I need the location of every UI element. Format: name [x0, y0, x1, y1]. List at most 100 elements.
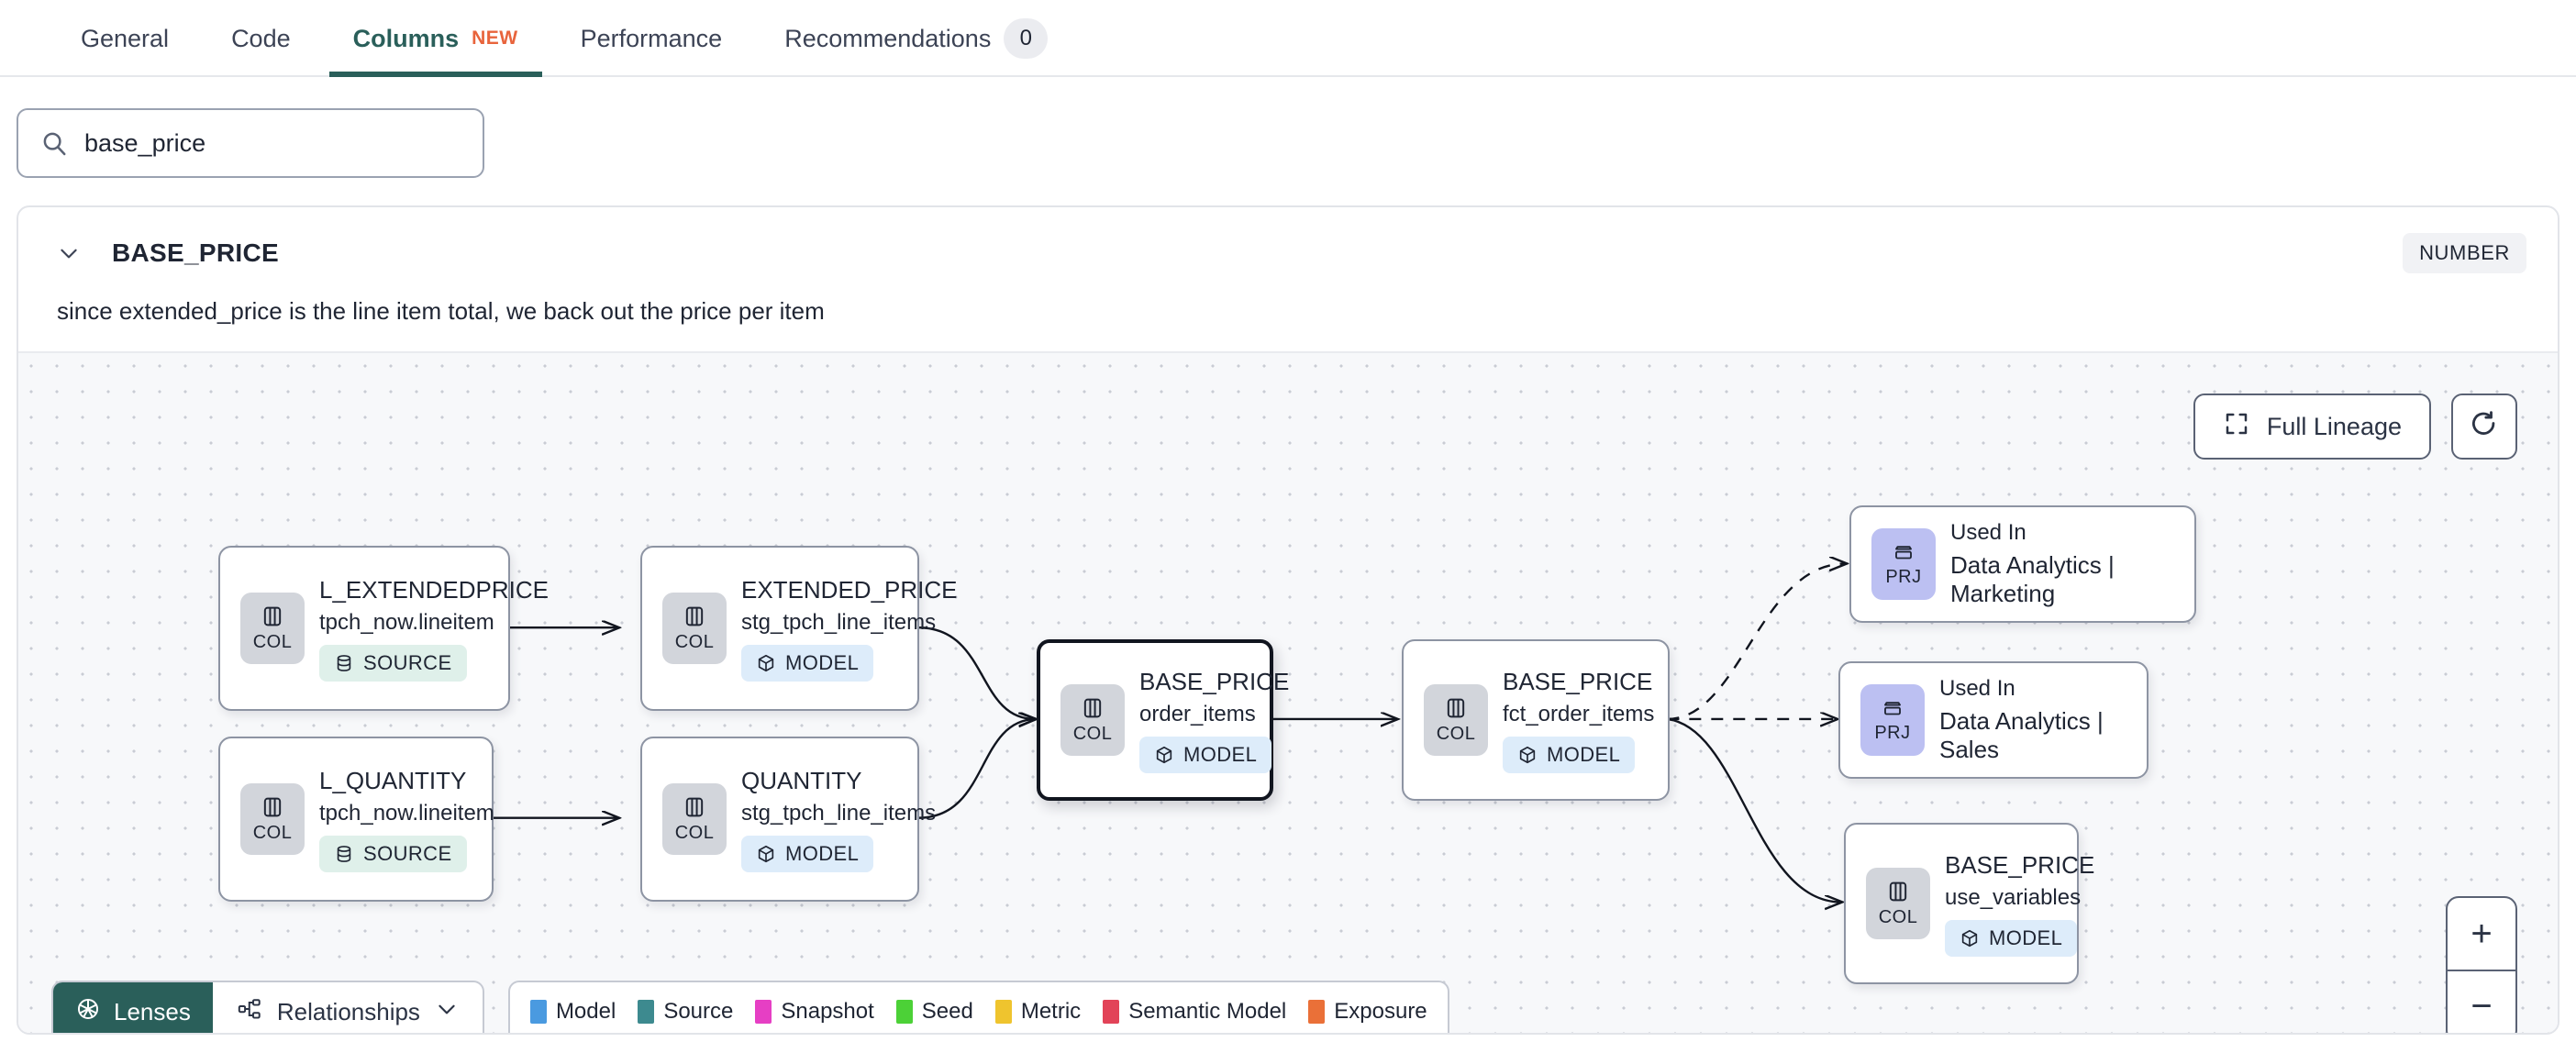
- legend-label: Exposure: [1334, 999, 1427, 1024]
- node-type-tag-label: MODEL: [785, 841, 860, 865]
- col-chip: COL: [1866, 868, 1930, 939]
- column-detail-card: BASE_PRICE NUMBER since extended_price i…: [17, 205, 2559, 1035]
- zoom-in-button[interactable]: +: [2471, 913, 2493, 954]
- node-subtitle: stg_tpch_line_items: [741, 609, 937, 635]
- zoom-controls: + −: [2446, 896, 2517, 1033]
- legend-swatch: [1103, 1000, 1120, 1024]
- column-description: since extended_price is the line item to…: [57, 297, 825, 325]
- lineage-node-base-price-order-items[interactable]: COL BASE_PRICE order_items MODEL: [1037, 639, 1289, 801]
- legend-swatch: [638, 1000, 655, 1024]
- node-name: QUANTITY: [741, 766, 862, 794]
- legend-label: Seed: [921, 999, 973, 1024]
- col-chip-label: COL: [1072, 724, 1113, 744]
- node-name: BASE_PRICE: [1503, 667, 1653, 695]
- node-type-tag: MODEL: [1139, 736, 1272, 773]
- legend-label: Semantic Model: [1128, 999, 1287, 1024]
- tab-label: Recommendations: [784, 24, 992, 52]
- node-type-tag-label: MODEL: [1547, 742, 1621, 766]
- lineage-bottom-bar: Lenses Relationships: [51, 981, 1449, 1033]
- col-chip-label: COL: [252, 632, 293, 652]
- col-chip-label: COL: [1436, 724, 1476, 744]
- col-chip: COL: [240, 783, 305, 855]
- legend-swatch: [994, 1000, 1012, 1024]
- tab-columns[interactable]: Columns NEW: [322, 0, 550, 77]
- node-body: BASE_PRICE use_variables MODEL: [1945, 851, 2113, 957]
- full-lineage-button[interactable]: Full Lineage: [2193, 393, 2431, 460]
- lineage-node-extended-price[interactable]: COL EXTENDED_PRICE stg_tpch_line_items M…: [640, 546, 958, 711]
- legend-label: Metric: [1020, 999, 1082, 1024]
- node-body: BASE_PRICE fct_order_items MODEL: [1503, 668, 1672, 773]
- node-body: L_QUANTITY tpch_now.lineitem SOURCE: [319, 767, 513, 872]
- legend-item-source: Source: [638, 999, 733, 1025]
- lineage-legend: Model Source Snapshot Seed Metric: [507, 981, 1449, 1033]
- col-chip-label: COL: [1878, 907, 1918, 927]
- tab-code[interactable]: Code: [200, 0, 322, 77]
- node-body: BASE_PRICE order_items MODEL: [1139, 668, 1307, 773]
- node-subtitle: fct_order_items: [1503, 701, 1655, 726]
- legend-label: Source: [663, 999, 734, 1024]
- lineage-node-quantity[interactable]: COL QUANTITY stg_tpch_line_items MODEL: [640, 737, 936, 902]
- node-type-tag: MODEL: [1503, 736, 1636, 773]
- data-type-badge: NUMBER: [2403, 233, 2526, 273]
- lineage-node-l-quantity[interactable]: COL L_QUANTITY tpch_now.lineitem SOURCE: [218, 737, 494, 902]
- legend-swatch: [895, 1000, 913, 1024]
- chevron-down-icon: [435, 997, 459, 1027]
- node-body: QUANTITY stg_tpch_line_items MODEL: [741, 767, 954, 872]
- col-chip: COL: [1424, 684, 1488, 756]
- node-type-tag: MODEL: [741, 835, 874, 872]
- lineage-node-base-price-fct-order-items[interactable]: COL BASE_PRICE fct_order_items MODEL: [1402, 639, 1670, 801]
- project-drawer-icon: [1895, 546, 1912, 560]
- legend-item-metric: Metric: [994, 999, 1082, 1025]
- search-input[interactable]: base_price: [17, 108, 484, 178]
- expand-corners-icon: [2223, 410, 2250, 444]
- node-type-tag: SOURCE: [319, 835, 467, 872]
- lineage-node-project-sales[interactable]: PRJ Used In Data Analytics | Sales: [1838, 661, 2149, 779]
- lenses-label: Lenses: [114, 997, 191, 1025]
- cube-icon: [1519, 746, 1536, 763]
- tab-label: Code: [231, 24, 291, 52]
- relationships-icon: [237, 996, 262, 1028]
- prj-chip-label: PRJ: [1885, 567, 1922, 587]
- node-subtitle: Data Analytics | Marketing: [1950, 551, 2115, 607]
- node-type-tag-label: SOURCE: [363, 841, 452, 865]
- legend-label: Snapshot: [781, 999, 874, 1024]
- lineage-top-controls: Full Lineage: [2193, 393, 2517, 460]
- node-name: EXTENDED_PRICE: [741, 575, 958, 604]
- relationships-dropdown[interactable]: Relationships: [213, 982, 483, 1033]
- legend-swatch: [529, 1000, 547, 1024]
- aperture-icon: [75, 996, 101, 1028]
- chevron-down-icon[interactable]: [57, 241, 81, 265]
- tab-performance[interactable]: Performance: [550, 0, 754, 77]
- legend-label: Model: [555, 999, 616, 1024]
- lineage-node-base-price-use-variables[interactable]: COL BASE_PRICE use_variables MODEL: [1844, 823, 2094, 984]
- tab-bar: General Code Columns NEW Performance Rec…: [0, 0, 2576, 77]
- legend-item-snapshot: Snapshot: [755, 999, 874, 1025]
- lineage-node-l-extendedprice[interactable]: COL L_EXTENDEDPRICE tpch_now.lineitem SO…: [218, 546, 549, 711]
- node-type-tag: MODEL: [741, 644, 874, 682]
- lineage-canvas[interactable]: COL L_EXTENDEDPRICE tpch_now.lineitem SO…: [18, 351, 2558, 1033]
- node-subtitle: Data Analytics | Sales: [1939, 707, 2104, 763]
- search-area: base_price: [0, 77, 2576, 178]
- node-subtitle: tpch_now.lineitem: [319, 609, 494, 635]
- node-subtitle: tpch_now.lineitem: [319, 800, 494, 826]
- node-subtitle: stg_tpch_line_items: [741, 800, 937, 826]
- tab-recommendations[interactable]: Recommendations 0: [753, 0, 1079, 77]
- node-type-tag-label: MODEL: [1989, 926, 2063, 949]
- node-body: L_EXTENDEDPRICE tpch_now.lineitem SOURCE: [319, 576, 567, 682]
- project-drawer-icon: [1884, 702, 1901, 715]
- zoom-out-button[interactable]: −: [2448, 970, 2515, 1033]
- tab-general[interactable]: General: [50, 0, 200, 77]
- node-name: Used In: [1939, 676, 2015, 701]
- cube-icon: [1961, 929, 1978, 947]
- lenses-relationships-group: Lenses Relationships: [51, 981, 484, 1033]
- col-chip: COL: [662, 783, 727, 855]
- search-input-value: base_price: [84, 128, 206, 157]
- lenses-button[interactable]: Lenses: [53, 982, 213, 1033]
- node-body: EXTENDED_PRICE stg_tpch_line_items MODEL: [741, 576, 976, 682]
- refresh-button[interactable]: [2451, 393, 2517, 460]
- node-body: Used In Data Analytics | Marketing: [1950, 520, 2194, 608]
- lineage-node-project-marketing[interactable]: PRJ Used In Data Analytics | Marketing: [1849, 505, 2196, 623]
- cube-icon: [758, 654, 774, 671]
- node-name: L_QUANTITY: [319, 766, 467, 794]
- node-name: Used In: [1950, 520, 2026, 545]
